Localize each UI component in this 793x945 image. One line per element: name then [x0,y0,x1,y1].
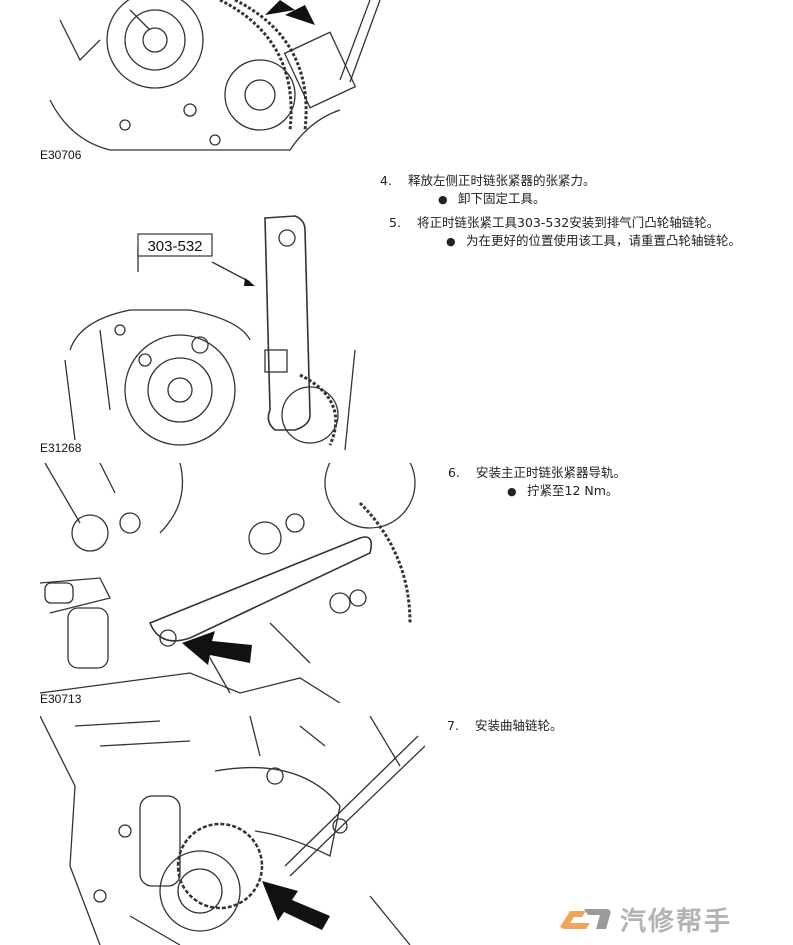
step-6-bullet: ● 拧紧至12 Nm。 [507,482,618,501]
figure-e31268: 303-532 [40,210,365,450]
step-text: 安装曲轴链轮。 [475,718,563,733]
watermark-logo-icon [560,909,611,929]
step-number: 6. [448,465,460,480]
step-text: 释放左侧正时链张紧器的张紧力。 [408,173,596,188]
figure-e30714 [40,716,425,945]
figure-e30713-drawing [40,463,416,703]
bullet-icon: ● [446,235,456,248]
bullet-text: 卸下固定工具。 [458,191,546,206]
step-4: 4. 释放左侧正时链张紧器的张紧力。 [380,172,596,190]
step-text: 将正时链张紧工具303-532安装到排气门凸轮轴链轮。 [417,215,720,230]
step-number: 5. [389,215,401,230]
watermark-text: 汽修帮手 [620,906,733,937]
watermark: 汽修帮手 [556,898,791,940]
bullet-icon: ● [438,193,448,206]
step-5-bullet: ● 为在更好的位置使用该工具，请重置凸轮轴链轮。 [446,232,741,251]
step-number: 4. [380,173,392,188]
step-4-bullet: ● 卸下固定工具。 [438,190,546,209]
bullet-icon: ● [507,485,517,498]
figure-label: E31268 [40,441,82,455]
figure-e31268-drawing: 303-532 [64,215,356,450]
figure-label: E30713 [40,692,82,706]
step-7: 7. 安装曲轴链轮。 [447,717,563,735]
bullet-text: 为在更好的位置使用该工具，请重置凸轮轴链轮。 [466,233,742,248]
tool-callout-label: 303-532 [147,238,202,255]
bullet-text: 拧紧至12 Nm。 [527,483,619,498]
step-text: 安装主正时链张紧器导轨。 [476,465,627,480]
figure-e30706-drawing [49,0,381,151]
step-number: 7. [447,718,459,733]
step-6: 6. 安装主正时链张紧器导轨。 [448,464,626,482]
figure-label: E30706 [40,148,82,162]
figure-e30713 [40,463,425,703]
figure-e30714-drawing [40,716,425,945]
step-5: 5. 将正时链张紧工具303-532安装到排气门凸轮轴链轮。 [389,214,719,232]
figure-e30706 [40,0,420,160]
